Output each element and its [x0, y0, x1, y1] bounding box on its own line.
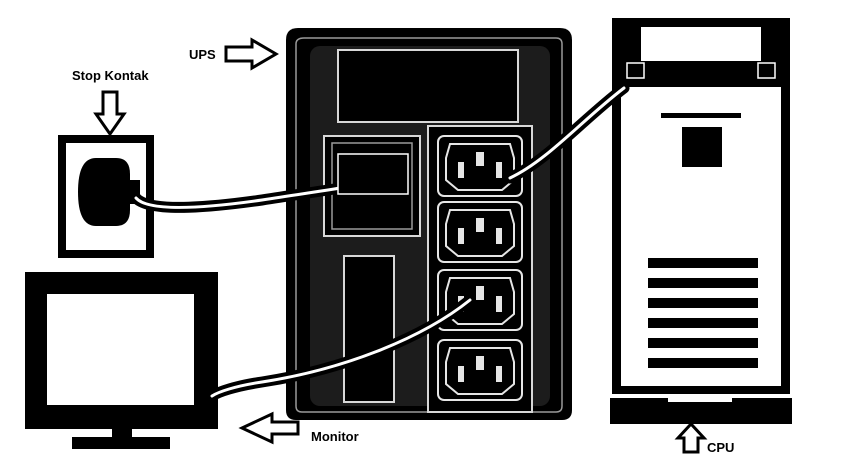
outlet-label: Stop Kontak	[72, 68, 149, 83]
monitor	[25, 272, 218, 449]
ups-label: UPS	[189, 47, 216, 62]
up-arrow-icon	[674, 421, 708, 454]
ups-outlet-4	[437, 339, 523, 401]
left-arrow-icon	[238, 411, 300, 445]
monitor-label: Monitor	[311, 429, 359, 444]
down-arrow-icon	[93, 90, 127, 137]
ups-outlet-3	[437, 269, 523, 331]
ups-outlet-1	[437, 135, 523, 197]
cpu-label: CPU	[707, 440, 734, 455]
power-cables	[130, 82, 630, 402]
ups-outlet-2	[437, 201, 523, 263]
cpu-tower	[610, 18, 792, 424]
ups-unit	[286, 28, 572, 420]
right-arrow-icon	[224, 37, 279, 71]
